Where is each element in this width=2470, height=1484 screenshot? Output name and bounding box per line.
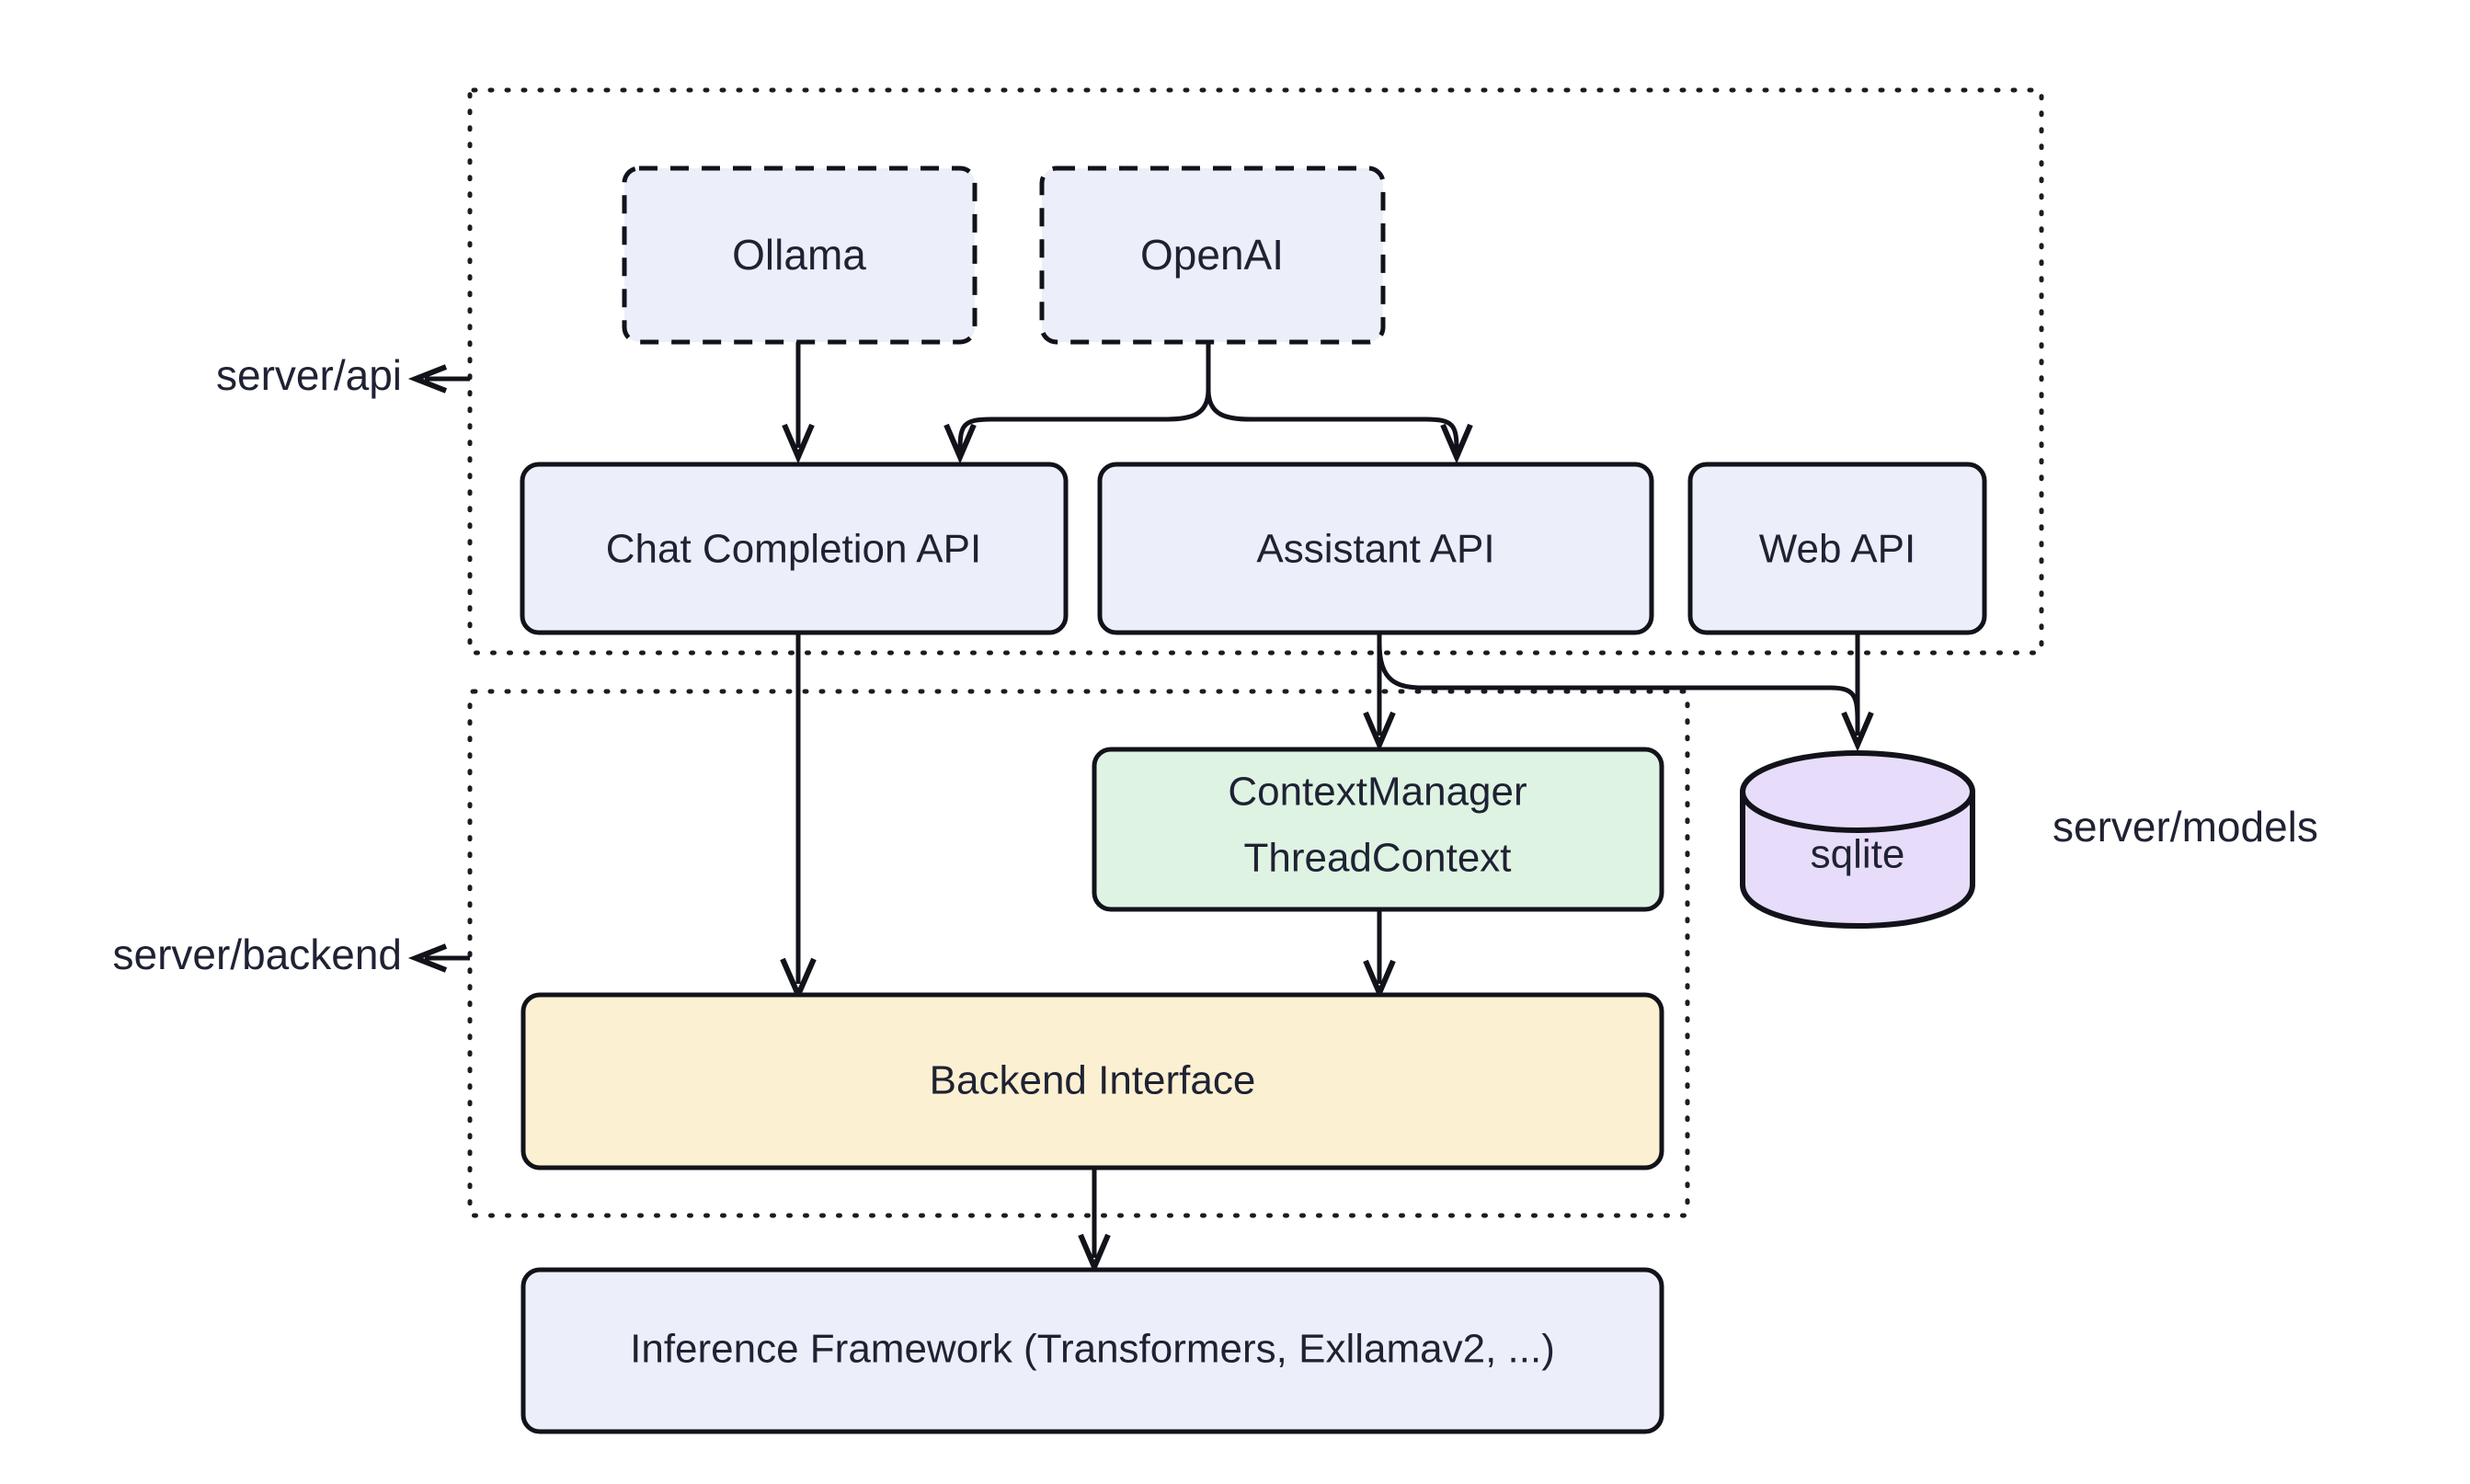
group-label-arrow-backend: [407, 943, 470, 973]
node-openai-label: OpenAI: [1140, 231, 1284, 279]
group-container-server-api: [467, 87, 2044, 656]
group-label-arrow-api: [407, 364, 470, 394]
group-label-server-models: server/models: [2053, 803, 2318, 850]
node-ollama-shape: [622, 166, 978, 345]
group-label-server-api: server/api: [216, 351, 402, 399]
group-container-server-backend: [467, 689, 1690, 1218]
node-sqlite-top: [1740, 750, 1975, 833]
edge-openai-split: [943, 342, 1473, 464]
node-inference-framework-shape: [520, 1267, 1664, 1434]
edge-context-manager-to-backend-interface: [1363, 909, 1396, 1000]
node-backend-interface[interactable]: Backend Interface: [520, 992, 1664, 1170]
node-openai[interactable]: OpenAI: [1039, 166, 1386, 345]
node-assistant-api-label: Assistant API: [1256, 527, 1494, 572]
node-ollama[interactable]: Ollama: [622, 166, 978, 345]
node-context-manager-label-line2: ThreadContext: [1243, 836, 1511, 881]
node-web-api-shape: [1687, 462, 1987, 635]
node-web-api-label: Web API: [1759, 527, 1915, 572]
node-backend-interface-shape: [520, 992, 1664, 1170]
edge-ollama-to-chat-completion-api: [782, 342, 815, 464]
node-inference-framework[interactable]: Inference Framework (Transformers, Exlla…: [520, 1267, 1664, 1434]
node-assistant-api[interactable]: Assistant API: [1097, 462, 1654, 635]
node-context-manager[interactable]: ContextManager ThreadContext: [1092, 747, 1664, 912]
node-inference-framework-label: Inference Framework (Transformers, Exlla…: [630, 1327, 1555, 1372]
node-context-manager-label-line1: ContextManager: [1228, 770, 1527, 815]
node-web-api[interactable]: Web API: [1687, 462, 1987, 635]
edge-backend-interface-to-inference-framework: [1078, 1168, 1111, 1274]
node-sqlite-label: sqlite: [1811, 832, 1905, 877]
edge-assistant-api-to-sqlite: [1377, 643, 1874, 752]
node-assistant-api-shape: [1097, 462, 1654, 635]
node-openai-shape: [1039, 166, 1386, 345]
node-ollama-label: Ollama: [732, 231, 866, 279]
node-chat-completion-api[interactable]: Chat Completion API: [520, 462, 1069, 635]
group-label-server-backend: server/backend: [113, 930, 403, 978]
node-sqlite[interactable]: sqlite: [1740, 750, 1975, 929]
edge-chat-completion-api-to-backend-interface: [780, 633, 817, 1002]
node-context-manager-shape: [1092, 747, 1664, 912]
node-chat-completion-api-label: Chat Completion API: [606, 527, 981, 572]
node-backend-interface-label: Backend Interface: [930, 1058, 1256, 1103]
node-chat-completion-api-shape: [520, 462, 1069, 635]
